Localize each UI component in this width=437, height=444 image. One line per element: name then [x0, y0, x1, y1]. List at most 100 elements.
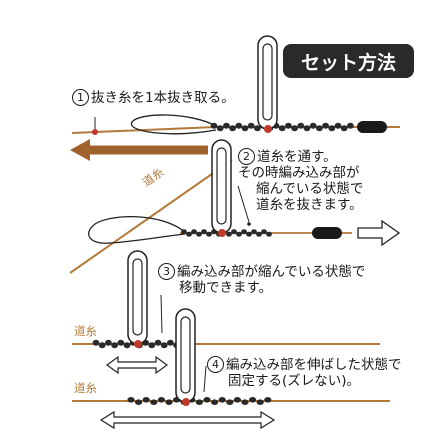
braid-bead: [226, 399, 234, 406]
braid-bead: [340, 125, 348, 132]
step3-line-2: 移動できます。: [179, 280, 273, 296]
braid-bead: [247, 122, 255, 129]
step2-line-1: 道糸を通す。: [257, 149, 337, 165]
braid-bead: [266, 231, 272, 237]
step3-double-arrow: [105, 355, 169, 375]
braid-bead: [223, 122, 230, 129]
braid-bead: [165, 399, 173, 406]
braid-bead: [316, 125, 323, 132]
step3-illustration: [72, 250, 380, 375]
braid-bead: [167, 339, 174, 346]
step2-illustration: [88, 139, 401, 247]
braid-bead: [309, 122, 317, 129]
braid-bead: [211, 399, 219, 406]
braid-bead: [210, 122, 218, 129]
braid-bead: [297, 122, 305, 129]
braid-bead: [157, 397, 165, 403]
braid-bead: [203, 397, 211, 403]
step1-number: 1: [72, 89, 89, 106]
braid-bead: [233, 397, 241, 403]
braid-bead: [201, 229, 207, 235]
step4-leader: [203, 365, 207, 393]
step2-leader-dot: [247, 222, 251, 226]
step1-red-dot: [92, 129, 98, 135]
braid-bead: [195, 399, 203, 406]
braid-bead: [181, 229, 187, 235]
step2-line-3: 縮んでいる状態で: [256, 181, 364, 197]
braid-bead: [264, 397, 272, 403]
step3-stopper: [134, 340, 142, 348]
braid-bead: [322, 122, 329, 129]
braid-bead: [196, 231, 202, 237]
braid-bead: [186, 231, 192, 237]
braid-bead: [285, 122, 292, 129]
braid-bead: [160, 342, 168, 349]
step2-number: 2: [238, 148, 255, 165]
braid-bead: [92, 339, 100, 346]
step1-illustration: [70, 35, 400, 161]
braid-bead: [226, 231, 232, 237]
step2-arrow: [357, 219, 401, 247]
braid-bead: [328, 125, 336, 132]
step3-leader: [160, 294, 163, 334]
braid-bead: [191, 229, 197, 235]
braid-bead: [142, 397, 150, 403]
braid-bead: [334, 122, 342, 129]
braid-bead: [123, 342, 131, 349]
braid-bead: [251, 229, 257, 235]
step4-float-inner: [180, 316, 191, 394]
step2-leader: [237, 185, 250, 223]
step3-float-inner: [132, 258, 143, 336]
braid-bead: [117, 339, 125, 346]
braid-bead: [256, 231, 262, 237]
braid-bead: [241, 125, 249, 132]
braid-bead: [111, 342, 118, 349]
step3-number: 3: [158, 263, 175, 280]
step2-sinker: [312, 227, 342, 239]
braid-bead: [148, 342, 156, 349]
braid-bead: [241, 229, 247, 235]
step1-sinker: [357, 121, 387, 133]
braid-bead: [236, 231, 242, 237]
braid-bead: [246, 231, 252, 237]
step3-line-1: 編み込み部が縮んでいる状態で: [177, 264, 366, 280]
step4-illustration: [72, 308, 390, 430]
braid-bead: [154, 339, 162, 346]
braid-bead: [127, 397, 135, 403]
braid-bead: [256, 399, 264, 406]
step2-float-inner: [216, 147, 227, 225]
braid-bead: [206, 231, 212, 237]
braid-bead: [98, 342, 106, 349]
step1-stopper: [264, 125, 272, 133]
step2-line-2: その時編み込み部が: [238, 165, 360, 181]
braid-bead: [218, 397, 226, 403]
step2-loop: [88, 215, 186, 244]
step2-line-4: 道糸を抜きます。: [256, 197, 363, 213]
braid-bead: [347, 122, 354, 129]
line-label-step3: 道糸: [74, 324, 97, 338]
braid-bead: [229, 125, 237, 132]
braid-bead: [150, 399, 158, 406]
braid-bead: [235, 122, 243, 129]
braid-bead: [261, 229, 267, 235]
step2-stopper: [218, 229, 226, 237]
step4-double-arrow: [99, 410, 276, 430]
braid-bead: [249, 397, 257, 403]
title-badge: セット方法: [283, 44, 414, 78]
braid-bead: [291, 125, 298, 132]
braid-bead: [105, 339, 112, 346]
step1-braid: [210, 122, 354, 132]
step4-number: 4: [207, 356, 224, 373]
diagonal-line: [69, 159, 233, 274]
step4-braid: [127, 397, 272, 406]
step1-float-inner: [262, 43, 273, 121]
line-label-step4: 道糸: [74, 381, 97, 395]
step4-line-2: 固定する(ズレない)。: [228, 373, 361, 389]
braid-bead: [303, 125, 311, 132]
